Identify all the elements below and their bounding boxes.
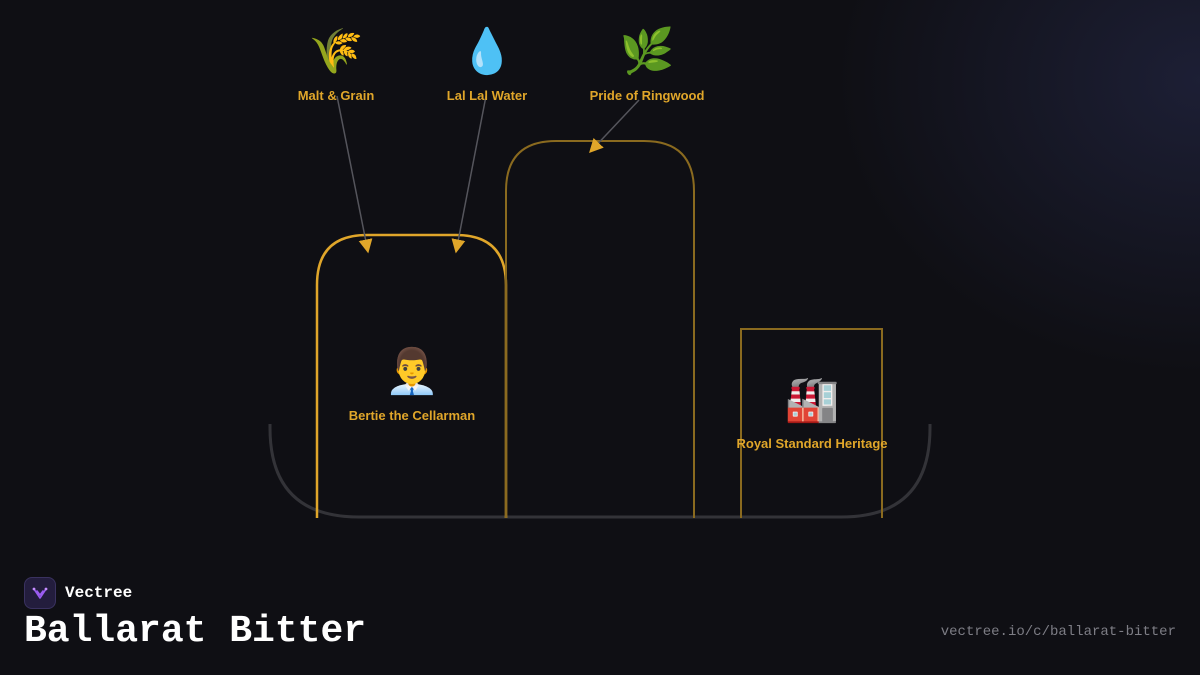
royal-standard-vessel xyxy=(740,328,883,518)
node-bertie-the-cellarman: 👨‍💼 Bertie the Cellarman xyxy=(322,346,502,423)
node-label: Bertie the Cellarman xyxy=(348,408,476,423)
herb-icon: 🌿 xyxy=(619,26,675,77)
container-tray xyxy=(268,424,932,519)
hops-connector xyxy=(589,99,640,154)
man-office-worker-icon: 👨‍💼 xyxy=(384,346,440,397)
node-label: Malt & Grain xyxy=(297,88,375,103)
node-label: Lal Lal Water xyxy=(446,88,528,103)
brand: Vectree xyxy=(24,577,132,609)
node-label: Pride of Ringwood xyxy=(589,88,705,103)
node-royal-standard-heritage: 🏭 Royal Standard Heritage xyxy=(722,374,902,451)
middle-vessel xyxy=(505,140,695,518)
node-lal-lal-water: 💧 Lal Lal Water xyxy=(397,26,577,103)
brand-name: Vectree xyxy=(65,584,133,602)
wheat-icon: 🌾 xyxy=(308,26,364,77)
bertie-vessel xyxy=(315,233,508,518)
vectree-logo-icon xyxy=(24,577,56,609)
water-connector xyxy=(451,95,487,254)
water-drop-icon: 💧 xyxy=(459,26,515,77)
malt-connector xyxy=(336,95,373,254)
node-pride-of-ringwood: 🌿 Pride of Ringwood xyxy=(557,26,737,103)
page-title: Ballarat Bitter xyxy=(24,610,367,653)
page-url[interactable]: vectree.io/c/ballarat-bitter xyxy=(940,624,1176,640)
factory-icon: 🏭 xyxy=(784,374,840,425)
node-malt-grain: 🌾 Malt & Grain xyxy=(246,26,426,103)
node-label: Royal Standard Heritage xyxy=(736,436,888,451)
